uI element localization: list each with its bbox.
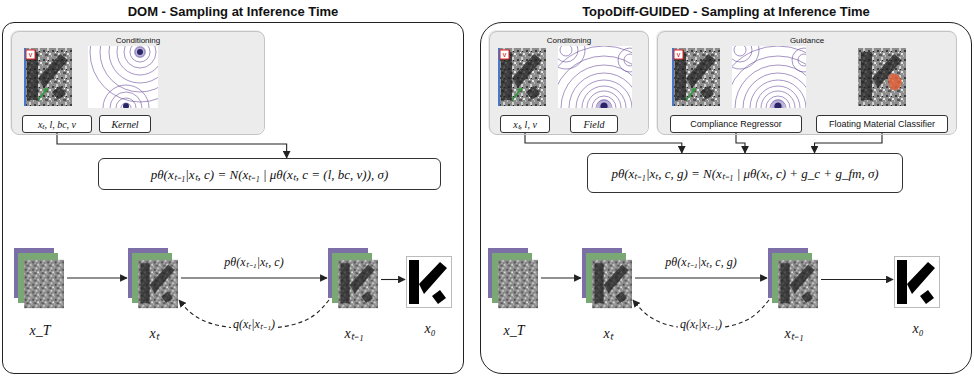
formula-box: pθ(xₜ₋₁|xₜ, c) = N(xₜ₋₁ | μθ(xₜ, c = (l,… [98,158,441,190]
flow-arrow [815,133,882,153]
v-marker [674,50,683,59]
field-plot [542,31,666,170]
sample-image: x_T [489,249,539,311]
variable-label: xₜ₋₁ [309,323,399,342]
variable-label: x_T [0,323,85,339]
field-plot [716,31,840,170]
sample-image: x_T [15,249,65,311]
sample-image: xₜ [583,249,633,311]
flow-arrow [541,277,581,278]
v-marker [500,50,509,59]
variable-marker: v [500,50,509,59]
sample-image: x₀ [407,257,453,309]
input-box: Field [570,115,618,133]
box-label: Floating Material Classifier [829,119,935,129]
flow-arrow [525,133,682,153]
box-label: Field [583,119,604,130]
transition-label: q(xₜ|xₜ₋₁) [231,315,277,332]
final-topology [407,257,452,308]
flow-arrow [57,133,287,158]
v-marker [26,50,35,59]
flow-arrow [821,279,893,280]
variable-marker: v [26,50,35,59]
input-box: xₜ, l, v [500,115,550,133]
flow-arrow [635,277,767,278]
sample-stack [328,248,378,308]
group-box: xₜ, l, bc, v Kernel Conditioning [11,31,265,135]
group-heading: Conditioning [490,36,648,45]
formula-text: pθ(xₜ₋₁|xₜ, c, g) = N(xₜ₋₁ | μθ(xₜ, c) +… [611,164,878,182]
variable-label: x_T [469,323,559,339]
flow-arrow [67,277,127,278]
variable-label: xₜ₋₁ [749,323,839,342]
sample-stack [128,248,178,308]
panel-title: TopoDiff-GUIDED - Sampling at Inference … [481,4,971,19]
sample-image: x₀ [895,257,941,309]
illustrations [14,2,940,308]
variable-label: x₀ [387,321,473,337]
condition-image [498,48,546,106]
panel-frame: xₜ, l, vFieldConditioningCompliance Regr… [480,22,972,374]
box-label: Compliance Regressor [690,119,782,129]
guidance-box: Floating Material Classifier [816,115,948,133]
final-topology [895,257,940,308]
group-heading: Conditioning [12,36,264,45]
guidance-box: Compliance Regressor [670,115,802,133]
flow-arrow [736,133,745,153]
input-box: xₜ, l, bc, v [22,115,92,133]
sample-stack [582,248,632,308]
noise-stack [14,248,64,308]
panel-title: DOM - Sampling at Inference Time [3,4,463,19]
input-box: Kernel [99,115,151,133]
flow-arrow [181,277,327,278]
box-label: xₜ, l, bc, v [38,117,76,131]
sample-image: xₜ₋₁ [329,249,379,311]
transition-label: pθ(xₜ₋₁|xₜ, c, g) [663,253,738,270]
sample-image: xₜ [129,249,179,311]
transition-label: pθ(xₜ₋₁|xₜ, c) [222,253,285,270]
formula-text: pθ(xₜ₋₁|xₜ, c) = N(xₜ₋₁ | μθ(xₜ, c = (l,… [151,165,389,183]
group-box: Compliance Regressor Floating Material Cl… [657,31,957,135]
variable-label: xₜ [109,323,199,342]
flow-arrow [381,279,405,280]
group-heading: Guidance [658,36,956,45]
variable-marker: v [674,50,683,59]
floating-image [858,48,906,106]
sample-stack [768,248,818,308]
formula-box: pθ(xₜ₋₁|xₜ, c, g) = N(xₜ₋₁ | μθ(xₜ, c) +… [587,153,903,193]
guidance-image [672,48,720,106]
noise-stack [488,248,538,308]
variable-label: xₜ [563,323,653,342]
box-label: Kernel [111,119,138,130]
group-box: xₜ, l, v Field Conditioning [489,31,649,135]
transition-label: q(xₜ|xₜ₋₁) [678,315,724,332]
box-label: xₜ, l, v [513,117,537,131]
condition-image [24,48,72,106]
variable-label: x₀ [875,321,961,337]
sample-image: xₜ₋₁ [769,249,819,311]
